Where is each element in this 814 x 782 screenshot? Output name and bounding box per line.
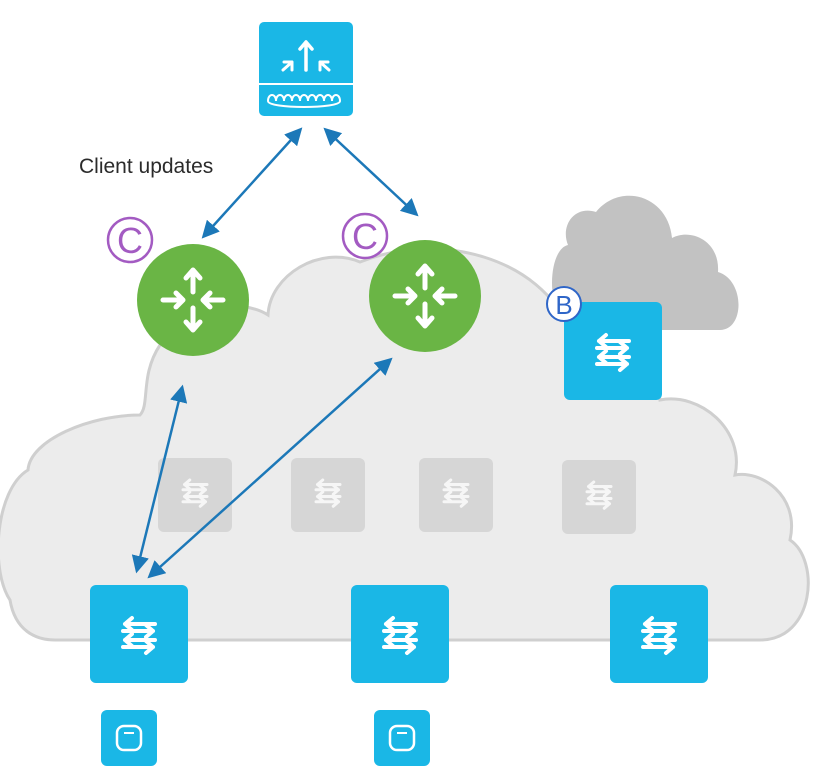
border-switch-icon [564, 302, 662, 400]
client-badge-right: C [341, 212, 389, 260]
client-updates-label: Client updates [79, 155, 214, 178]
edge-switch-1-icon [90, 585, 188, 683]
router-right-icon [369, 240, 481, 352]
border-badge: B [546, 286, 582, 322]
edge-switch-2-icon [351, 585, 449, 683]
background-switch-3 [419, 458, 493, 532]
link-controller-left-router [201, 127, 303, 239]
router-left-icon [137, 244, 249, 356]
client-badge-left: C [106, 216, 154, 264]
client-badge-right-label: C [352, 216, 378, 257]
access-point-1-icon [101, 710, 157, 766]
background-switch-2 [291, 458, 365, 532]
border-badge-label: B [555, 290, 572, 320]
secondary-cloud-icon [552, 195, 739, 330]
link-edge-switch-right-router [147, 357, 393, 579]
edge-switch-3-icon [610, 585, 708, 683]
wireless-controller-icon [259, 22, 353, 116]
access-point-2-icon [374, 710, 430, 766]
link-controller-right-router [323, 127, 419, 217]
client-badge-left-label: C [117, 220, 143, 261]
background-switch-4 [562, 460, 636, 534]
background-switch-1 [158, 458, 232, 532]
